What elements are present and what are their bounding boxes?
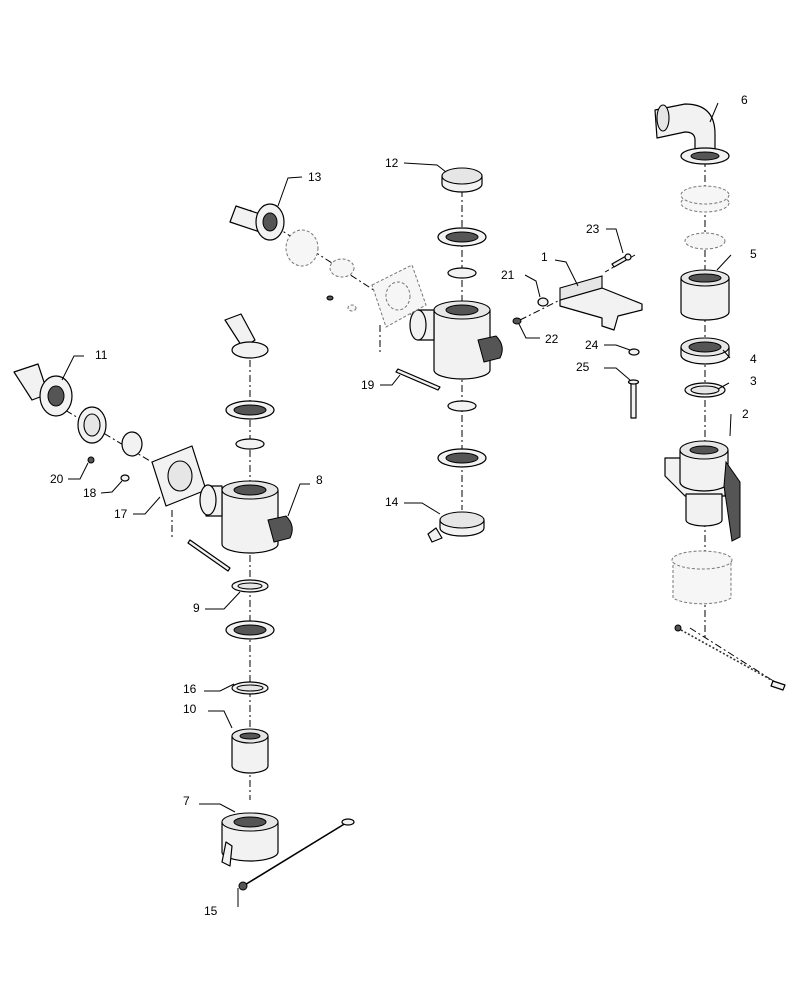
callout-6: 6 bbox=[741, 93, 748, 107]
callout-16: 16 bbox=[183, 682, 197, 696]
part-14-fitting bbox=[427, 511, 485, 543]
assembly-center-lines bbox=[39, 160, 776, 800]
callout-13: 13 bbox=[308, 170, 322, 184]
part-21-washer bbox=[537, 297, 549, 307]
center-lower-nut bbox=[437, 448, 487, 468]
part-2-lower-coupler-ghost bbox=[671, 550, 733, 605]
part-10-adapter bbox=[231, 728, 269, 774]
callout-labels: 1 2 3 4 5 6 7 8 9 10 11 12 13 14 15 16 1… bbox=[50, 93, 757, 918]
callout-5: 5 bbox=[750, 247, 757, 261]
callout-3: 3 bbox=[750, 374, 757, 388]
part-25-bolt bbox=[627, 379, 640, 419]
callout-20: 20 bbox=[50, 472, 64, 486]
callout-leaders bbox=[61, 102, 732, 907]
part-18-washer bbox=[120, 474, 130, 482]
callout-19: 19 bbox=[361, 378, 375, 392]
callout-4: 4 bbox=[750, 352, 757, 366]
left-stud bbox=[187, 539, 231, 572]
left-elbow-fitting bbox=[224, 313, 269, 359]
part-19-stud bbox=[395, 368, 441, 391]
callout-10: 10 bbox=[183, 702, 197, 716]
center-small-washers bbox=[326, 258, 357, 312]
callout-17: 17 bbox=[114, 507, 128, 521]
center-upper-gasket bbox=[447, 267, 477, 279]
part-11-ring bbox=[121, 431, 143, 457]
part-3-gasket bbox=[684, 382, 726, 398]
center-mounting-plate bbox=[371, 264, 427, 328]
callout-24: 24 bbox=[585, 338, 599, 352]
part-16-clip-ring bbox=[231, 681, 269, 695]
left-upper-gasket bbox=[235, 438, 265, 450]
callout-15: 15 bbox=[204, 904, 218, 918]
callout-2: 2 bbox=[742, 407, 749, 421]
part-15-lanyard bbox=[238, 818, 355, 891]
callout-23: 23 bbox=[586, 222, 600, 236]
part-17-flange-plate bbox=[151, 445, 207, 507]
callout-14: 14 bbox=[385, 495, 399, 509]
part-12-cap bbox=[441, 167, 483, 193]
callout-25: 25 bbox=[576, 360, 590, 374]
part-4-nut bbox=[680, 337, 730, 365]
part-13-hose-barb bbox=[229, 203, 285, 241]
center-upper-nut bbox=[437, 227, 487, 247]
callout-7: 7 bbox=[183, 794, 190, 808]
part-11-hose-barb bbox=[13, 363, 73, 417]
part-22-nut bbox=[512, 317, 522, 325]
callout-11: 11 bbox=[95, 348, 108, 362]
part-11-nut bbox=[77, 406, 107, 444]
left-upper-nut bbox=[225, 400, 275, 420]
part-7-coupler bbox=[221, 812, 279, 867]
callout-9: 9 bbox=[193, 601, 200, 615]
part-6-upper-ring bbox=[684, 232, 726, 250]
part-20-nut bbox=[87, 456, 95, 464]
part-5-sleeve bbox=[680, 269, 730, 321]
right-lanyard bbox=[674, 624, 786, 691]
part-23-bolt bbox=[611, 253, 632, 268]
part-6-elbow-fitting bbox=[654, 103, 730, 165]
callout-18: 18 bbox=[83, 486, 97, 500]
part-24-washer bbox=[628, 348, 640, 356]
part-2-valve-body bbox=[664, 440, 741, 542]
center-lower-gasket bbox=[447, 400, 477, 412]
callout-12: 12 bbox=[385, 156, 399, 170]
part-8-valve-body bbox=[199, 480, 293, 554]
part-9-gasket bbox=[231, 579, 269, 593]
left-lower-nut bbox=[225, 620, 275, 640]
callout-21: 21 bbox=[501, 268, 515, 282]
callout-8: 8 bbox=[316, 473, 323, 487]
center-valve-body bbox=[409, 300, 503, 380]
part-1-bracket bbox=[559, 275, 643, 331]
part-13-nut bbox=[285, 229, 319, 267]
callout-22: 22 bbox=[545, 332, 559, 346]
callout-1: 1 bbox=[541, 250, 548, 264]
part-6-upper-nut bbox=[680, 185, 730, 213]
